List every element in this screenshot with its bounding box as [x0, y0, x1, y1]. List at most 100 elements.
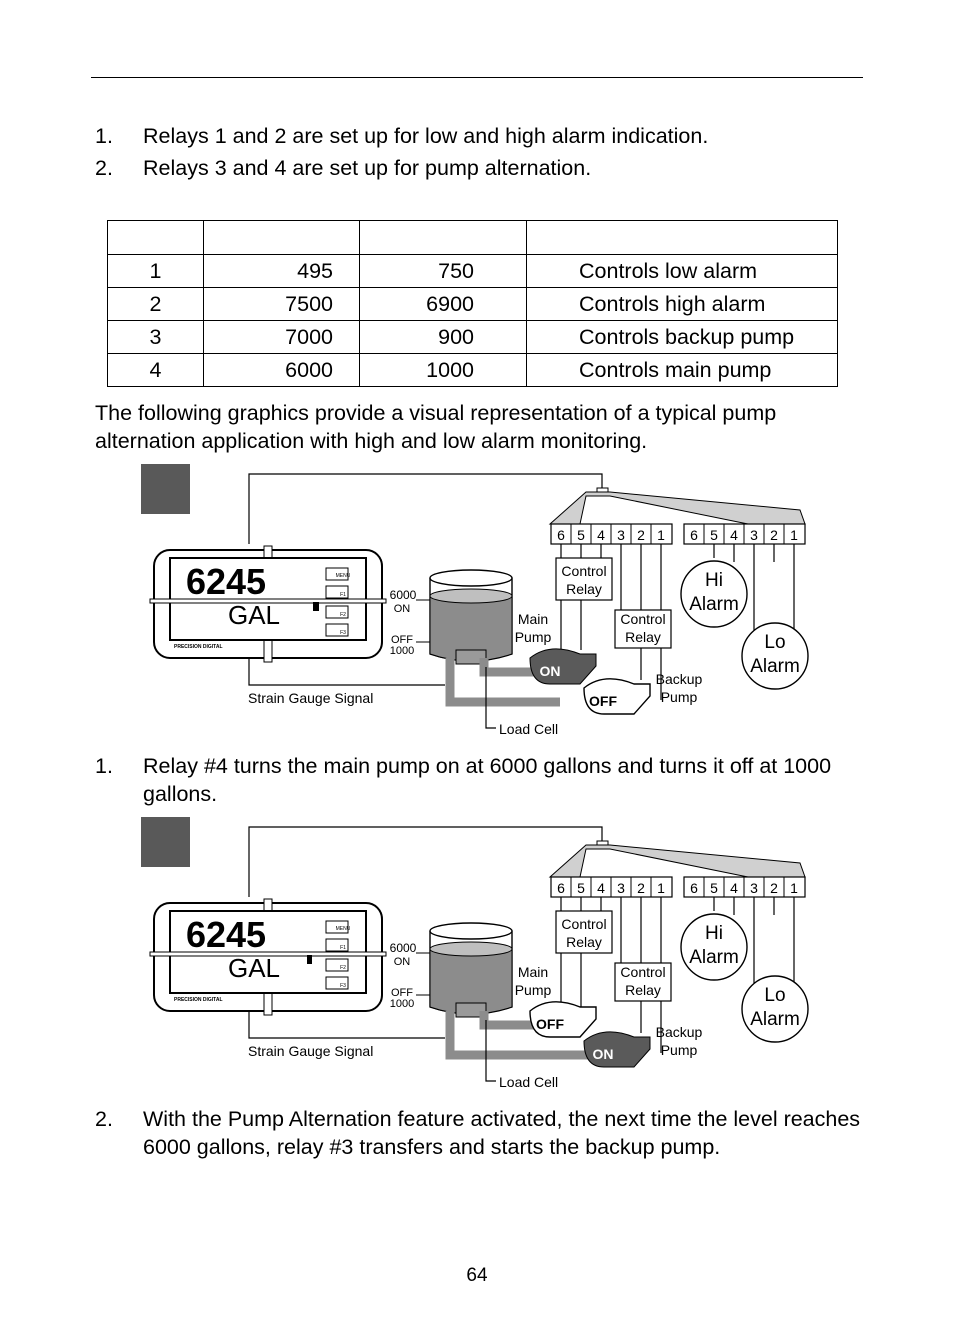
meter-button-f2[interactable]: [325, 605, 349, 619]
meter-display-units: GAL: [228, 600, 280, 630]
lo-alarm-label: Lo: [764, 985, 785, 1006]
table-row: 3 7000 900 Controls backup pump: [107, 320, 838, 354]
level-on-label: ON: [394, 603, 411, 615]
terminal-label: 5: [577, 880, 585, 896]
list-item: 2. With the Pump Alternation feature act…: [95, 1105, 875, 1161]
header-rule: [91, 77, 863, 78]
level-on-value: 6000: [390, 941, 417, 955]
relay-cell: 2: [107, 287, 204, 321]
strain-gauge-label: Strain Gauge Signal: [248, 1043, 373, 1059]
main-pump-label: Main: [518, 611, 548, 627]
button-label: F2: [340, 965, 346, 971]
terminal-label: 3: [617, 880, 625, 896]
terminal-label: 3: [750, 880, 758, 896]
backup-pump-state: OFF: [589, 693, 617, 709]
main-pump: OFF: [529, 1001, 597, 1038]
meter-display-value: 6245: [186, 561, 266, 602]
reset-cell: 6900: [359, 287, 527, 321]
lo-alarm-label: Alarm: [750, 656, 800, 677]
pump-diagram-1: 6 5 4 3 2 1 6 5 4 3 2 1 Control Relay: [141, 464, 809, 737]
set-cell: 6000: [203, 353, 360, 387]
meter-display-units: GAL: [228, 953, 280, 983]
meter-button-f1[interactable]: [325, 938, 349, 952]
terminal-label: 2: [637, 527, 645, 543]
main-pump-label: Pump: [515, 629, 552, 645]
page-number: 64: [466, 1265, 488, 1286]
main-pump: ON: [529, 648, 597, 685]
meter-button-f3[interactable]: [325, 976, 349, 990]
list-text: Relays 1 and 2 are set up for low and hi…: [143, 124, 709, 148]
list-item: 2. Relays 3 and 4 are set up for pump al…: [95, 154, 875, 182]
level-off-value: 1000: [390, 998, 414, 1010]
terminal-strip-right: 6 5 4 3 2 1: [683, 876, 806, 898]
terminal-label: 2: [637, 880, 645, 896]
terminal-label: 6: [557, 527, 565, 543]
function-cell: Controls low alarm: [526, 254, 838, 288]
relay-label: Relay: [625, 629, 661, 645]
header-cell: [359, 220, 527, 255]
set-cell: 7000: [203, 320, 360, 354]
backup-pump: ON: [583, 1031, 651, 1068]
step-2: 2. With the Pump Alternation feature act…: [95, 1105, 875, 1161]
main-pump-state: OFF: [536, 1016, 564, 1032]
meter-button-f2[interactable]: [325, 958, 349, 972]
terminal-label: 5: [710, 527, 718, 543]
lo-alarm-label: Alarm: [750, 1009, 800, 1030]
terminal-label: 1: [790, 880, 798, 896]
load-cell-label: Load Cell: [499, 1074, 558, 1090]
tank: [429, 922, 513, 1018]
terminal-label: 2: [770, 880, 778, 896]
button-label: F3: [340, 983, 346, 989]
terminal-strip-left: 6 5 4 3 2 1: [550, 523, 673, 545]
meter-display-value: 6245: [186, 914, 266, 955]
meter-brand: PRECISION DIGITAL: [174, 997, 223, 1003]
hi-alarm-label: Alarm: [689, 594, 739, 615]
relay-label: Relay: [566, 934, 602, 950]
relay-label: Control: [620, 611, 665, 627]
level-on-label: ON: [394, 956, 411, 968]
terminal-label: 4: [597, 527, 605, 543]
terminal-label: 6: [557, 880, 565, 896]
terminal-label: 1: [657, 527, 665, 543]
header-cell: [526, 220, 838, 255]
relay-cell: 4: [107, 353, 204, 387]
set-cell: 7500: [203, 287, 360, 321]
meter-button-menu[interactable]: [325, 920, 349, 934]
intro-paragraph: The following graphics provide a visual …: [95, 401, 777, 453]
step-1: 1. Relay #4 turns the main pump on at 60…: [95, 752, 875, 808]
list-text: With the Pump Alternation feature activa…: [143, 1107, 861, 1159]
relay-label: Control: [620, 964, 665, 980]
list-item: 1. Relay #4 turns the main pump on at 60…: [95, 752, 875, 808]
list-text: Relays 3 and 4 are set up for pump alter…: [143, 156, 592, 180]
backup-pump-label: Backup: [656, 1024, 703, 1040]
lo-alarm-circle: [741, 622, 809, 690]
terminal-label: 6: [690, 527, 698, 543]
tank: [429, 569, 513, 665]
hi-alarm-label: Hi: [705, 570, 723, 591]
relay-label: Relay: [625, 982, 661, 998]
terminal-label: 4: [730, 880, 738, 896]
terminal-strip-left: 6 5 4 3 2 1: [550, 876, 673, 898]
hi-alarm-label: Alarm: [689, 947, 739, 968]
meter-button-menu[interactable]: [325, 567, 349, 581]
figure-marker: [141, 464, 190, 514]
hi-alarm-label: Hi: [705, 923, 723, 944]
table-header-row: [107, 220, 838, 255]
terminal-label: 3: [617, 527, 625, 543]
function-cell: Controls backup pump: [526, 320, 838, 354]
meter-button-f1[interactable]: [325, 585, 349, 599]
meter-button-f3[interactable]: [325, 623, 349, 637]
list-number: 2.: [95, 1107, 113, 1131]
terminal-label: 4: [730, 527, 738, 543]
terminal-label: 5: [577, 527, 585, 543]
reset-cell: 1000: [359, 353, 527, 387]
hi-alarm-circle: [680, 560, 748, 628]
backup-pump-label: Backup: [656, 671, 703, 687]
meter-brand: PRECISION DIGITAL: [174, 644, 223, 650]
list-item: 1. Relays 1 and 2 are set up for low and…: [95, 122, 875, 150]
hi-alarm-circle: [680, 913, 748, 981]
relay-table: 1 495 750 Controls low alarm 2 7500 6900…: [107, 220, 838, 387]
level-off-label: OFF: [391, 634, 413, 646]
list-number: 1.: [95, 124, 113, 148]
set-cell: 495: [203, 254, 360, 288]
